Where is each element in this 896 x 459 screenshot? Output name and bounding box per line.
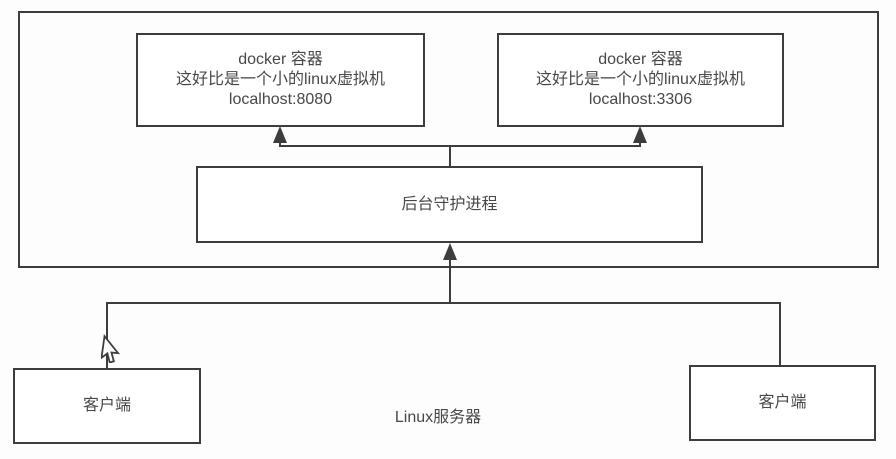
client-box-left: 客户端: [13, 368, 201, 444]
mouse-cursor-icon: [101, 334, 121, 363]
docker-container-description: 这好比是一个小的linux虚拟机: [176, 71, 385, 88]
docker-container-box-3306: docker 容器 这好比是一个小的linux虚拟机 localhost:330…: [497, 33, 784, 127]
daemon-process-box: 后台守护进程: [196, 166, 703, 243]
client-label: 客户端: [758, 394, 807, 411]
linux-server-label: Linux服务器: [394, 409, 482, 426]
docker-container-title: docker 容器: [598, 51, 683, 68]
daemon-process-label: 后台守护进程: [401, 195, 498, 213]
docker-container-address: localhost:8080: [228, 91, 333, 108]
docker-container-description: 这好比是一个小的linux虚拟机: [536, 71, 745, 88]
linux-server-boundary: [18, 11, 879, 268]
docker-container-box-8080: docker 容器 这好比是一个小的linux虚拟机 localhost:808…: [136, 33, 425, 127]
client-label: 客户端: [82, 397, 131, 414]
client-box-right: 客户端: [689, 365, 876, 441]
docker-container-address: localhost:3306: [588, 91, 693, 108]
docker-container-title: docker 容器: [238, 51, 323, 68]
